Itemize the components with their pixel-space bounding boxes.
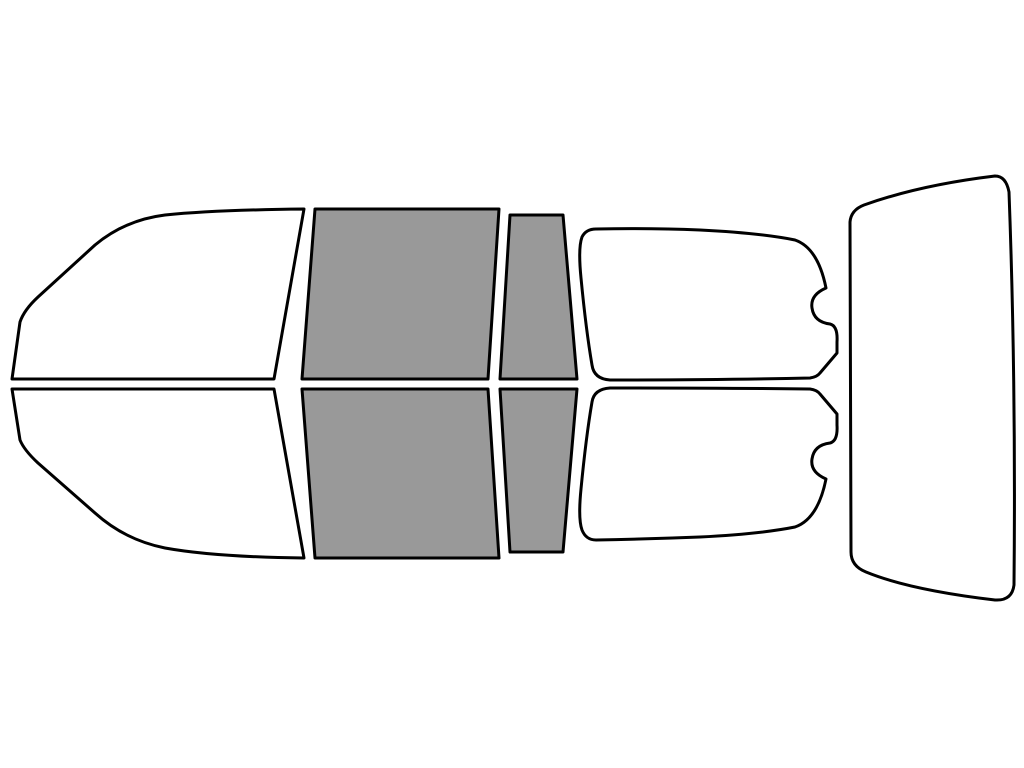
rear-door-window-lower-pane[interactable]: [498, 387, 579, 554]
rear-quarter-window-lower-pane[interactable]: [578, 386, 839, 542]
windshield-upper-pane[interactable]: [10, 207, 306, 381]
front-door-window-upper-pane[interactable]: [300, 207, 501, 381]
rear-window-pane[interactable]: [848, 174, 1016, 602]
front-door-window-lower-pane[interactable]: [300, 387, 501, 560]
windshield-lower-pane[interactable]: [10, 387, 306, 560]
rear-quarter-window-upper-pane[interactable]: [578, 227, 839, 382]
rear-door-window-upper-pane[interactable]: [498, 213, 579, 381]
